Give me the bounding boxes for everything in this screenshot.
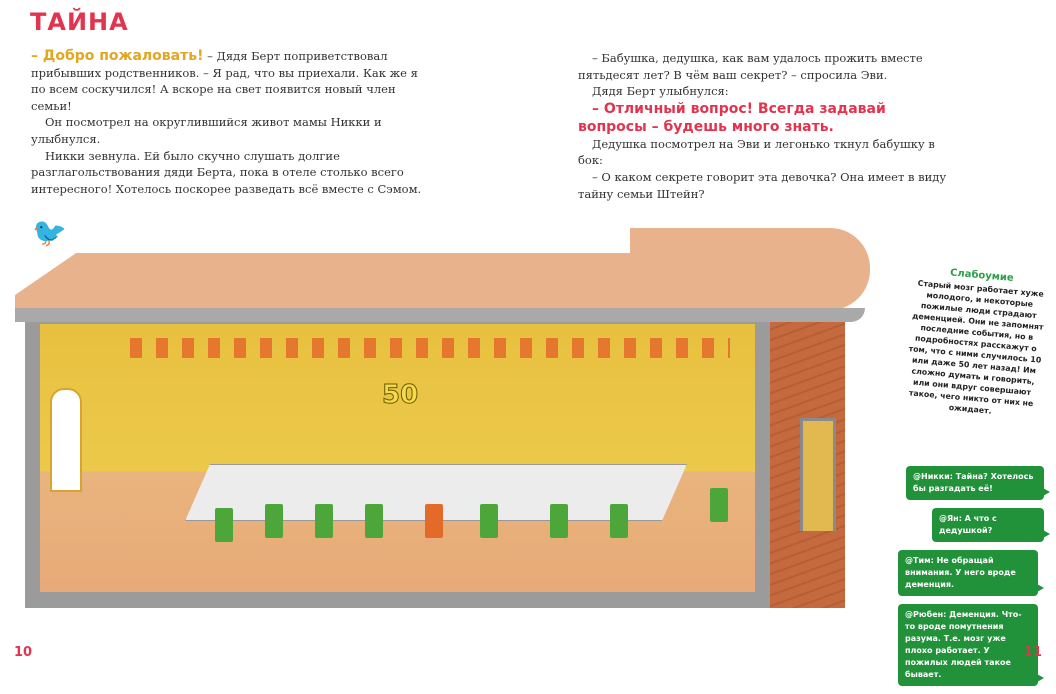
chat-bubble-ruben: @Рюбен: Деменция. Что-то вроде помутнени… xyxy=(898,604,1044,686)
chair-icon xyxy=(610,504,628,538)
question-highlight: – Отличный вопрос! Всегда задавай вопрос… xyxy=(578,100,886,135)
paragraph-3: Никки зевнула. Ей было скучно слушать до… xyxy=(31,148,422,196)
party-illustration: 🐦 50 xyxy=(10,208,880,618)
chair-icon xyxy=(710,488,728,522)
chair-icon xyxy=(480,504,498,538)
right-text-column: – Бабушка, дедушка, как вам удалось прож… xyxy=(578,50,958,202)
party-room xyxy=(40,324,755,592)
dementia-note: Слабоумие Старый мозг работает хуже моло… xyxy=(900,264,1052,421)
chat-bubble-yan: @Ян: А что с дедушкой? xyxy=(932,508,1050,542)
paragraph-2: Он посмотрел на округлившийся живот мамы… xyxy=(31,115,382,146)
left-text-column: – Добро пожаловать! – Дядя Берт попривет… xyxy=(31,48,423,197)
chat-bubble-nikki: @Никки: Тайна? Хотелось бы разгадать её! xyxy=(906,466,1050,500)
page-number-left: 10 xyxy=(14,645,33,660)
chair-icon xyxy=(550,504,568,538)
chair-icon xyxy=(265,504,283,538)
chat-bubble-tim: @Тим: Не обращай внимания. У него вроде … xyxy=(898,550,1044,596)
fifty-sign: 50 xyxy=(381,380,419,411)
chair-icon xyxy=(315,504,333,538)
chat-thread: @Никки: Тайна? Хотелось бы разгадать её!… xyxy=(898,466,1050,694)
note-body: Старый мозг работает хуже молодого, и не… xyxy=(908,278,1045,416)
chair-icon xyxy=(215,508,233,542)
roof xyxy=(15,253,780,313)
chair-icon xyxy=(365,504,383,538)
paragraph-1-text: – Дядя Берт поприветствовал прибывших ро… xyxy=(31,49,418,113)
chair-icon xyxy=(425,504,443,538)
paragraph-1: – Добро пожаловать! – Дядя Берт попривет… xyxy=(31,48,423,114)
bunting-banner xyxy=(130,338,730,358)
paragraph-5: Дядя Берт улыбнулся: xyxy=(592,84,729,99)
arched-door xyxy=(50,388,82,492)
stork-icon: 🐦 xyxy=(32,216,67,249)
paragraph-4: – Бабушка, дедушка, как вам удалось прож… xyxy=(578,51,923,82)
paragraph-7: – О каком секрете говорит эта девочка? О… xyxy=(578,169,947,201)
welcome-highlight: – Добро пожаловать! xyxy=(31,48,204,64)
roof-ledge xyxy=(15,308,865,322)
paragraph-6: Дедушка посмотрел на Эви и легонько ткну… xyxy=(578,136,935,168)
page-number-right: 11 xyxy=(1023,645,1042,660)
page-title: ТАЙНА xyxy=(30,8,129,36)
brick-doorway xyxy=(800,418,836,531)
